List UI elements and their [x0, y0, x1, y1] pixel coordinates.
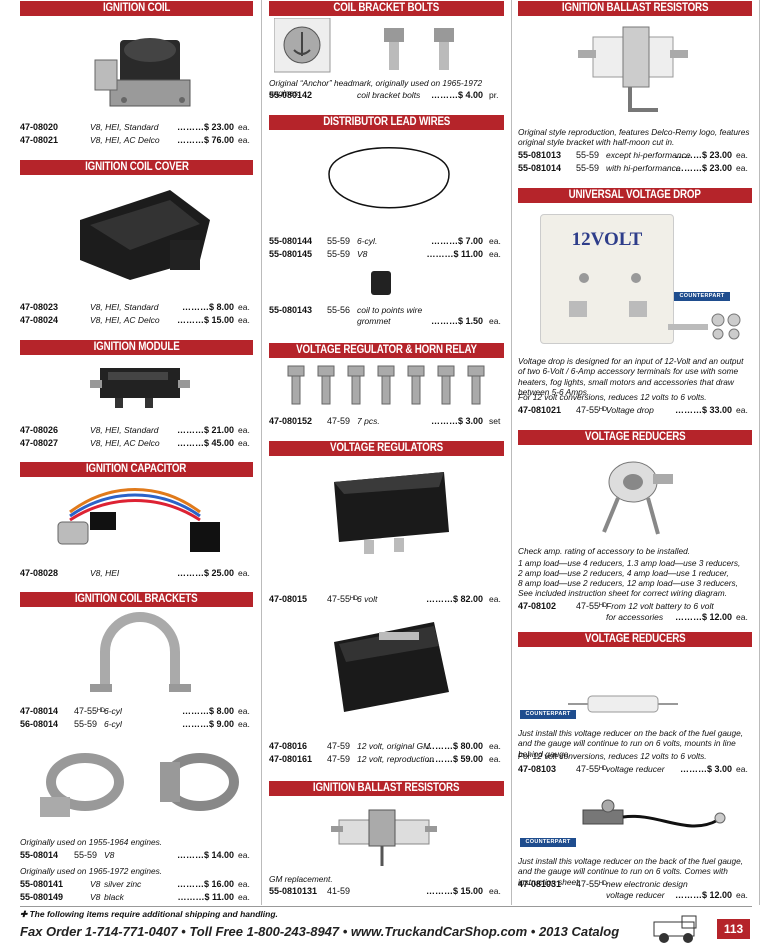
product-row: 47-08103 47-55ᴴᴰ voltage reducer ………$ 3.…	[518, 764, 748, 774]
page-number: 113	[717, 919, 750, 939]
product-row: 47-081031 47-55ᴴᴰ new electronic design	[518, 879, 688, 889]
regulator-12v-image	[334, 622, 449, 712]
coil-cover-image	[80, 190, 210, 280]
product-row: 47-08016 47-59 12 volt, original GM ………$…	[269, 741, 501, 751]
contact-line: Fax Order 1-714-771-0407 • Toll Free 1-8…	[20, 924, 620, 939]
note: Voltage drop is designed for an input of…	[518, 356, 744, 398]
product-row: 47-08015 47-55ᴴᴰ 6 volt ………$ 82.00 ea.	[269, 594, 501, 604]
ballast-resistor-image	[331, 809, 437, 866]
footer-rule	[20, 906, 752, 907]
product-row: 47-08028 V8, HEI ………$ 25.00 ea.	[20, 568, 250, 578]
column-divider	[511, 0, 512, 905]
counterpart-logo: COUNTERPART	[520, 838, 576, 847]
product-row: 47-08027 V8, HEI, AC Delco ………$ 45.00 ea…	[20, 438, 250, 448]
hardware-image	[668, 313, 741, 340]
lead-wire-image	[328, 147, 450, 209]
bolts-image	[274, 18, 454, 73]
section-header-voltage-reducers: VOLTAGE REDUCERS	[518, 632, 752, 647]
product-row: for accessories ………$ 12.00 ea.	[606, 612, 748, 622]
section-header-voltage-reducers: VOLTAGE REDUCERS	[518, 430, 752, 445]
counterpart-logo: COUNTERPART	[674, 292, 730, 301]
section-header-ignition-ballast-resistors: IGNITION BALLAST RESISTORS	[269, 781, 504, 796]
column-divider	[261, 0, 262, 905]
product-row: 55-080144 55-59 6-cyl. ………$ 7.00 ea.	[269, 236, 501, 246]
electronic-reducer-image	[582, 799, 726, 828]
note: Originally used on 1955-1964 engines.	[20, 837, 163, 847]
section-header-coil-bracket-bolts: COIL BRACKET BOLTS	[269, 1, 504, 16]
product-row: 47-08014 47-55ᴴᴰ 6-cyl ………$ 8.00 ea.	[20, 706, 250, 716]
section-header-distributor-lead-wires: DISTRIBUTOR LEAD WIRES	[269, 115, 504, 130]
product-row: 47-080152 47-59 7 pcs. ………$ 3.00 set	[269, 416, 501, 426]
product-row: 55-080149 V8 black ………$ 11.00 ea.	[20, 892, 250, 902]
note: Originally used on 1965-1972 engines.	[20, 866, 163, 876]
note: 1 amp load—use 4 reducers, 1.3 amp load—…	[518, 558, 741, 568]
voltage-label: 12VOLT	[571, 229, 643, 250]
note: See included instruction sheet for corre…	[518, 588, 727, 598]
counterpart-logo: COUNTERPART	[520, 710, 576, 719]
product-row: 47-081021 47-55ᴴᴰ Voltage drop ………$ 33.0…	[518, 405, 748, 415]
section-header-ignition-capacitor: IGNITION CAPACITOR	[20, 462, 253, 477]
ignition-capacitor-image	[57, 488, 220, 552]
note: 2 amp load—use 2 reducers, 4 amp load—us…	[518, 568, 729, 578]
product-row: 47-08020 V8, HEI, Standard ………$ 23.00 ea…	[20, 122, 250, 132]
product-row: 55-0810131 41-59 ………$ 15.00 ea.	[269, 886, 501, 896]
shipping-note: ✚ The following items require additional…	[20, 909, 278, 919]
note: For 12 volt conversions, reduces 12 volt…	[518, 751, 707, 761]
grommet-image	[371, 271, 391, 295]
product-row: 55-08014 55-59 V8 ………$ 14.00 ea.	[20, 850, 250, 860]
voltage-reducer-image	[602, 461, 673, 535]
product-row: 47-08024 V8, HEI, AC Delco ………$ 15.00 ea…	[20, 315, 250, 325]
truck-logo-icon	[653, 915, 697, 943]
voltage-drop-image: 12VOLT	[540, 214, 674, 344]
product-row: 47-080161 47-59 12 volt, reproduction ………	[269, 754, 501, 764]
product-row: 55-081014 55-59 with hi-performance ………$…	[518, 163, 748, 173]
ignition-coil-image	[94, 38, 191, 107]
section-header-ignition-module: IGNITION MODULE	[20, 340, 253, 355]
product-row: voltage reducer ………$ 12.00 ea.	[606, 890, 748, 900]
product-row: 55-080141 V8 silver zinc ………$ 16.00 ea.	[20, 879, 250, 889]
section-header-ignition-coil-cover: IGNITION COIL COVER	[20, 160, 253, 175]
section-header-ignition-coil: IGNITION COIL	[20, 1, 253, 16]
note: For 12 volt conversions, reduces 12 volt…	[518, 392, 707, 402]
section-header-ignition-coil-brackets: IGNITION COIL BRACKETS	[20, 592, 253, 607]
product-row: 47-08021 V8, HEI, AC Delco ………$ 76.00 ea…	[20, 135, 250, 145]
product-row: 55-081013 55-59 except hi-performance ………	[518, 150, 748, 160]
section-header-ignition-ballast-resistors: IGNITION BALLAST RESISTORS	[518, 1, 752, 16]
section-header-universal-voltage-drop: UNIVERSAL VOLTAGE DROP	[518, 188, 752, 203]
product-row: 55-080142 coil bracket bolts ………$ 4.00 p…	[269, 90, 499, 100]
note: 8 amp load—use 2 reducers, 12 amp load—u…	[518, 578, 738, 588]
ignition-module-image	[90, 368, 190, 408]
coil-bracket-image	[90, 612, 191, 692]
note: GM replacement.	[269, 874, 333, 884]
coil-clamp-brackets-image	[40, 753, 239, 817]
note: Check amp. rating of accessory to be ins…	[518, 546, 691, 556]
product-row: 47-08023 V8, HEI, Standard ………$ 8.00 ea.	[20, 302, 250, 312]
ballast-resistor-image	[578, 26, 688, 112]
product-row: 47-08026 V8, HEI, Standard ………$ 21.00 ea…	[20, 425, 250, 435]
product-row: grommet ………$ 1.50 ea.	[357, 316, 501, 326]
product-row: 55-080143 55-56 coil to points wire	[269, 305, 423, 315]
product-row: 56-08014 55-59 6-cyl ………$ 9.00 ea.	[20, 719, 250, 729]
column-divider	[759, 0, 760, 905]
section-header-voltage-regulators: VOLTAGE REGULATORS	[269, 441, 504, 456]
resistor-tube-image	[568, 695, 678, 713]
note: Just install this voltage reducer on the…	[518, 856, 744, 887]
product-row: 47-08102 47-55ᴴᴰ From 12 volt battery to…	[518, 601, 714, 611]
section-header-screw-set: VOLTAGE REGULATOR & HORN RELAY SCREW SET	[269, 343, 504, 371]
regulator-6v-image	[334, 472, 449, 554]
note: Original “Anchor” headmark, originally u…	[269, 78, 483, 99]
note: Just install this voltage reducer on the…	[518, 728, 744, 759]
screw-set-image	[287, 365, 485, 405]
note: Original style reproduction, features De…	[518, 127, 750, 148]
product-row: 55-080145 55-59 V8 ………$ 11.00 ea.	[269, 249, 501, 259]
